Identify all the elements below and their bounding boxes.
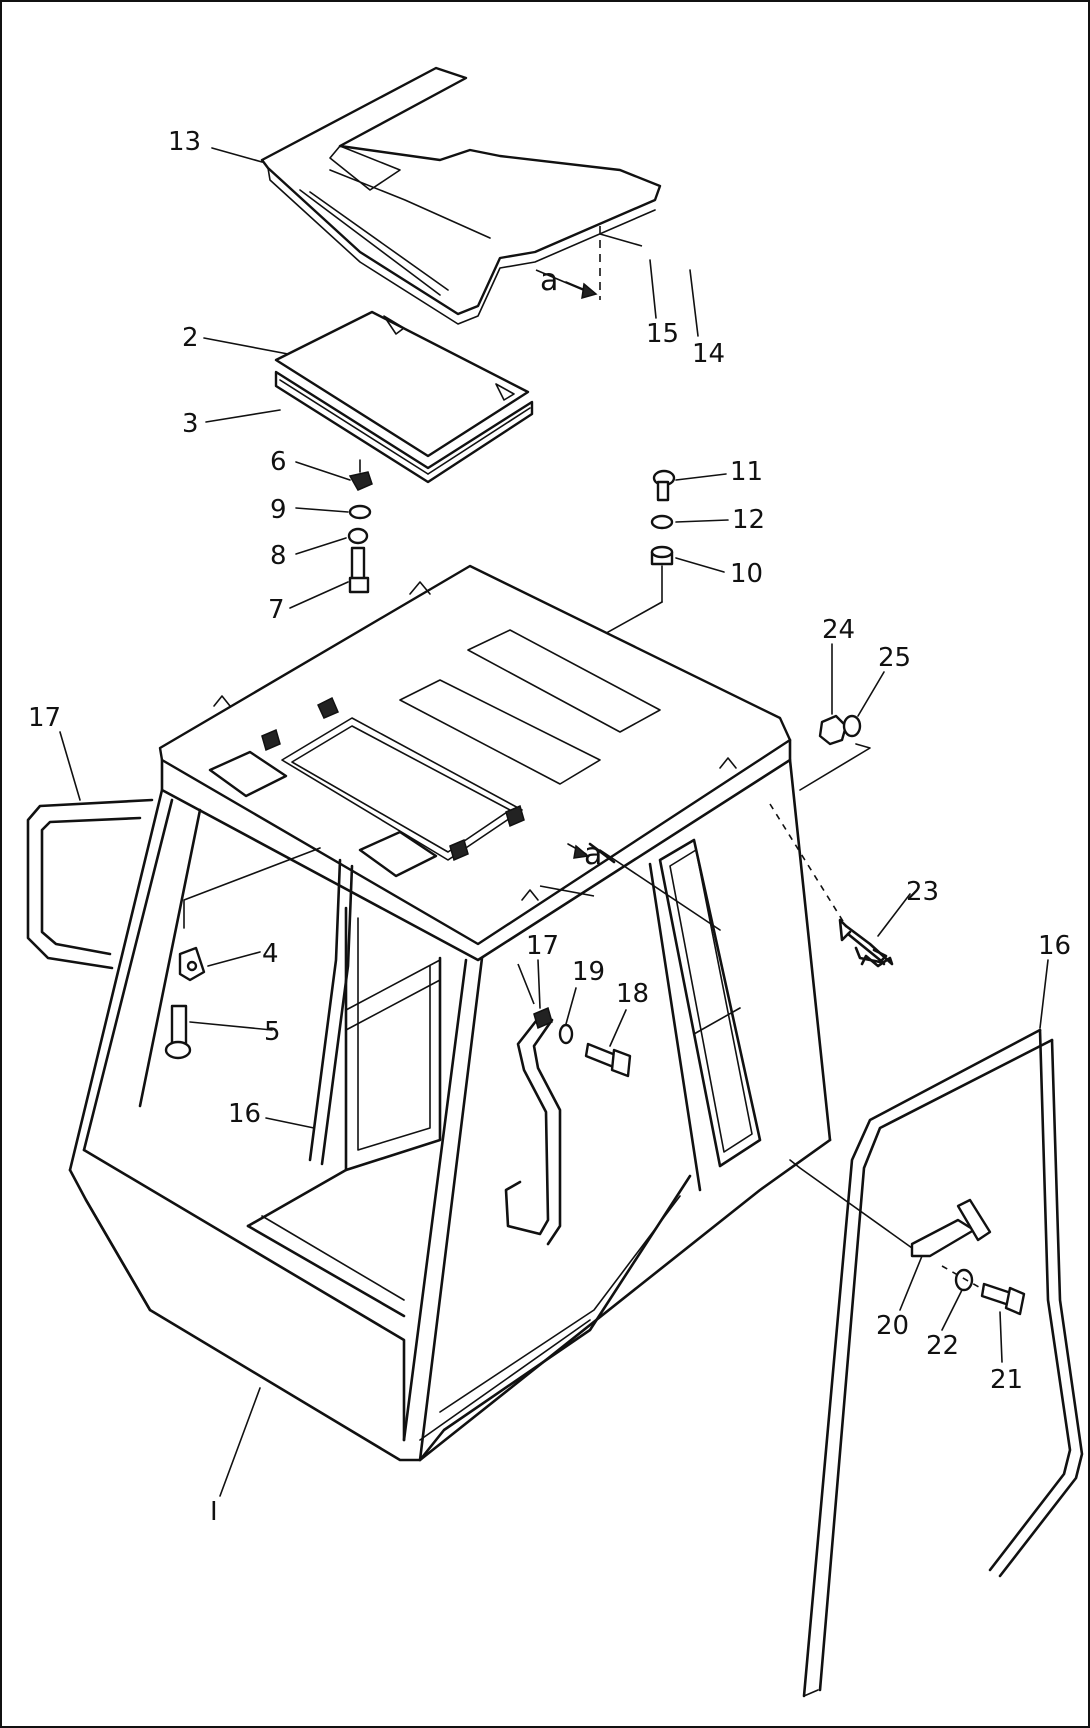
label-16-right: 16 bbox=[1038, 931, 1071, 961]
label-2: 2 bbox=[182, 323, 199, 353]
label-1: I bbox=[210, 1497, 218, 1527]
roof-hardware-right bbox=[539, 469, 676, 671]
label-23: 23 bbox=[906, 877, 939, 907]
part-labels: 13 15 14 2 3 6 9 8 7 11 12 10 24 25 17 1… bbox=[28, 127, 1071, 1527]
label-21: 21 bbox=[990, 1365, 1023, 1395]
washer-part-25 bbox=[842, 714, 862, 738]
window-seal-part-16-right bbox=[802, 1028, 1084, 1698]
label-8: 8 bbox=[270, 541, 287, 571]
label-11: 11 bbox=[730, 457, 763, 487]
label-18: 18 bbox=[616, 979, 649, 1009]
hatch-hardware-left bbox=[347, 459, 373, 594]
handrail-part-23 bbox=[838, 918, 894, 968]
label-10: 10 bbox=[730, 559, 763, 589]
label-19: 19 bbox=[572, 957, 605, 987]
washer-part-19 bbox=[558, 1023, 574, 1045]
label-14: 14 bbox=[692, 339, 725, 369]
label-24: 24 bbox=[822, 615, 855, 645]
handrail-part-17-center bbox=[504, 1006, 562, 1246]
hatch-seal-part-3 bbox=[274, 370, 534, 484]
washer-part-22 bbox=[954, 1268, 974, 1292]
pin-part-5 bbox=[164, 1004, 192, 1060]
label-4: 4 bbox=[262, 939, 279, 969]
alignment-lines bbox=[183, 226, 985, 1291]
reference-a-roof: a bbox=[584, 837, 602, 872]
hatch-panel-part-2 bbox=[274, 310, 530, 458]
label-17-left: 17 bbox=[28, 703, 61, 733]
label-7: 7 bbox=[268, 595, 285, 625]
label-17-center: 17 bbox=[526, 931, 559, 961]
reference-a-top: a bbox=[540, 263, 558, 298]
label-13: 13 bbox=[168, 127, 201, 157]
label-20: 20 bbox=[876, 1311, 909, 1341]
nut-part-24 bbox=[818, 714, 848, 746]
bracket-part-4 bbox=[178, 946, 206, 982]
bolt-part-21 bbox=[980, 1282, 1026, 1316]
reference-arrows bbox=[565, 281, 598, 859]
handrail-part-17-left bbox=[26, 798, 154, 970]
label-25: 25 bbox=[878, 643, 911, 673]
label-22: 22 bbox=[926, 1331, 959, 1361]
roof-cover-part-13 bbox=[260, 66, 662, 325]
leader-lines bbox=[59, 147, 1049, 1497]
label-5: 5 bbox=[264, 1017, 281, 1047]
label-9: 9 bbox=[270, 495, 287, 525]
bracket-part-20 bbox=[910, 1198, 992, 1258]
label-15: 15 bbox=[646, 319, 679, 349]
label-16-left: 16 bbox=[228, 1099, 261, 1129]
label-12: 12 bbox=[732, 505, 765, 535]
label-6: 6 bbox=[270, 447, 287, 477]
window-seal-part-16-left bbox=[308, 858, 354, 1166]
label-3: 3 bbox=[182, 409, 199, 439]
bolt-part-18 bbox=[584, 1042, 632, 1078]
